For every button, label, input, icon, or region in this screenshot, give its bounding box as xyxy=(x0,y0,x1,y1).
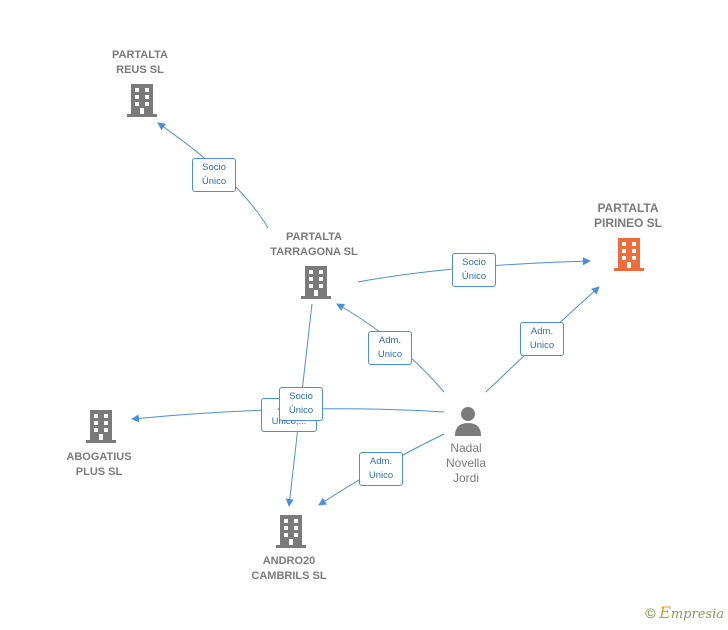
person-icon-nadal[interactable] xyxy=(455,407,481,436)
edge-label-nadal-andro: Adm. Unico xyxy=(359,452,403,486)
copyright-icon: © xyxy=(645,605,656,621)
edge-label-tarragona-pirineo: Socio Único xyxy=(452,253,496,287)
node-label-andro[interactable]: ANDRO20 CAMBRILS SL xyxy=(251,555,327,582)
building-icon-abogatius[interactable] xyxy=(86,410,116,443)
node-label-reus[interactable]: PARTALTA REUS SL xyxy=(111,49,169,76)
edge-label-tarragona-reus: Socio Único xyxy=(192,158,236,192)
node-label-nadal[interactable]: Nadal Novella Jordi xyxy=(445,441,487,485)
brand-e: E xyxy=(659,603,671,622)
building-icon-tarragona[interactable] xyxy=(301,266,331,299)
brand-logo: © Empresia xyxy=(645,603,724,622)
node-label-tarragona[interactable]: PARTALTA TARRAGONA SL xyxy=(270,231,358,258)
edge-label-tarragona-andro: Socio Único xyxy=(279,387,323,421)
building-icon-pirineo[interactable] xyxy=(614,238,644,271)
node-label-abogatius[interactable]: ABOGATIUS PLUS SL xyxy=(66,451,132,478)
node-label-pirineo[interactable]: PARTALTA PIRINEO SL xyxy=(593,201,663,230)
edge-label-nadal-pirineo: Adm. Unico xyxy=(520,322,564,356)
building-icon-reus[interactable] xyxy=(127,84,157,117)
brand-name: mpresia xyxy=(670,607,724,622)
building-icon-andro[interactable] xyxy=(276,515,306,548)
edge-label-nadal-tarragona: Adm. Unico xyxy=(368,331,412,365)
